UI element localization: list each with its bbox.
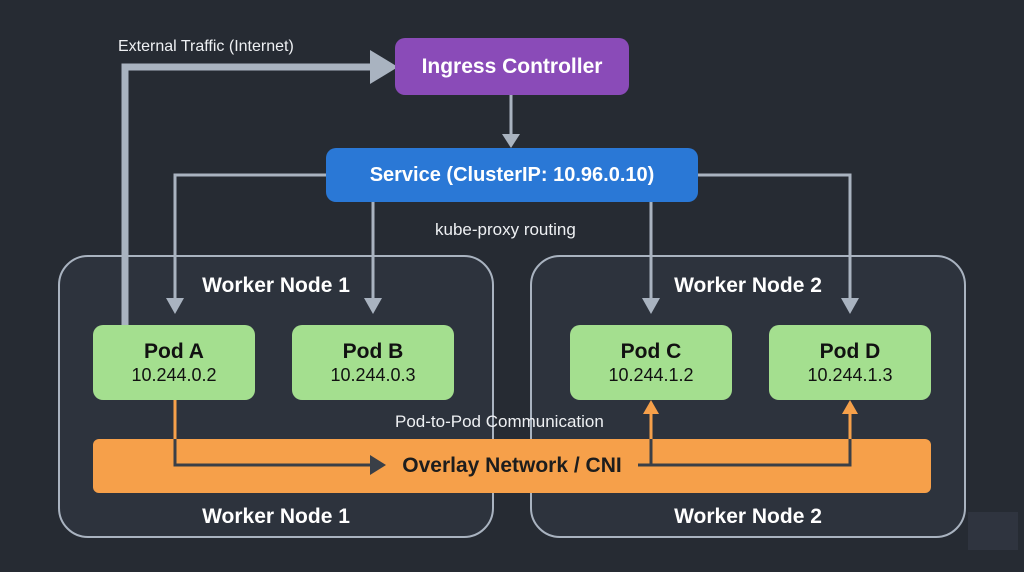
pod-d-inbound-arrowhead — [842, 400, 858, 414]
service-to-pod-b-arrowhead — [364, 298, 382, 314]
pod-c-box[interactable]: Pod C 10.244.1.2 — [570, 325, 732, 400]
external-traffic-connector — [121, 63, 375, 326]
pod-a-box[interactable]: Pod A 10.244.0.2 — [93, 325, 255, 400]
kube-proxy-label: kube-proxy routing — [435, 220, 576, 239]
overlay-network-bar: Overlay Network / CNI — [93, 439, 931, 493]
pod-c-name: Pod C — [620, 339, 682, 363]
service-to-pod-d-arrowhead — [841, 298, 859, 314]
pod-flow-connector — [173, 439, 372, 467]
pod-b-name: Pod B — [342, 339, 404, 363]
worker-node-2-footer: Worker Node 2 — [674, 505, 822, 528]
pod-to-pod-label: Pod-to-Pod Communication — [395, 412, 604, 431]
service-to-pod-c-arrowhead — [642, 298, 660, 314]
external-traffic-label: External Traffic (Internet) — [118, 38, 294, 55]
worker-node-1-footer: Worker Node 1 — [202, 505, 350, 528]
external-traffic-arrowhead — [370, 50, 398, 84]
ingress-controller-label: Ingress Controller — [421, 54, 603, 78]
ingress-to-service-arrowhead — [502, 134, 520, 148]
pod-d-ip: 10.244.1.3 — [807, 364, 893, 385]
service-label: Service (ClusterIP: 10.96.0.10) — [369, 163, 655, 186]
corner-placeholder — [968, 512, 1018, 550]
pod-c-inbound-arrowhead — [643, 400, 659, 414]
pod-d-box[interactable]: Pod D 10.244.1.3 — [769, 325, 931, 400]
pod-a-name: Pod A — [144, 339, 204, 363]
worker-node-2-title: Worker Node 2 — [674, 274, 822, 297]
pod-flow-to-c-d-connector — [638, 439, 852, 467]
pod-a-ip: 10.244.0.2 — [131, 364, 217, 385]
pod-b-box[interactable]: Pod B 10.244.0.3 — [292, 325, 454, 400]
service-to-pod-d-connector — [698, 173, 852, 300]
worker-node-1-title: Worker Node 1 — [202, 274, 350, 297]
pod-d-name: Pod D — [819, 339, 881, 363]
overlay-network-label: Overlay Network / CNI — [392, 454, 632, 478]
pod-b-ip: 10.244.0.3 — [330, 364, 416, 385]
pod-flow-arrowhead — [370, 455, 386, 475]
service-to-pod-a-arrowhead — [166, 298, 184, 314]
service-box[interactable]: Service (ClusterIP: 10.96.0.10) — [326, 148, 698, 202]
pod-c-ip: 10.244.1.2 — [608, 364, 694, 385]
service-to-pod-a-connector — [173, 173, 326, 300]
ingress-controller-box[interactable]: Ingress Controller — [395, 38, 629, 95]
